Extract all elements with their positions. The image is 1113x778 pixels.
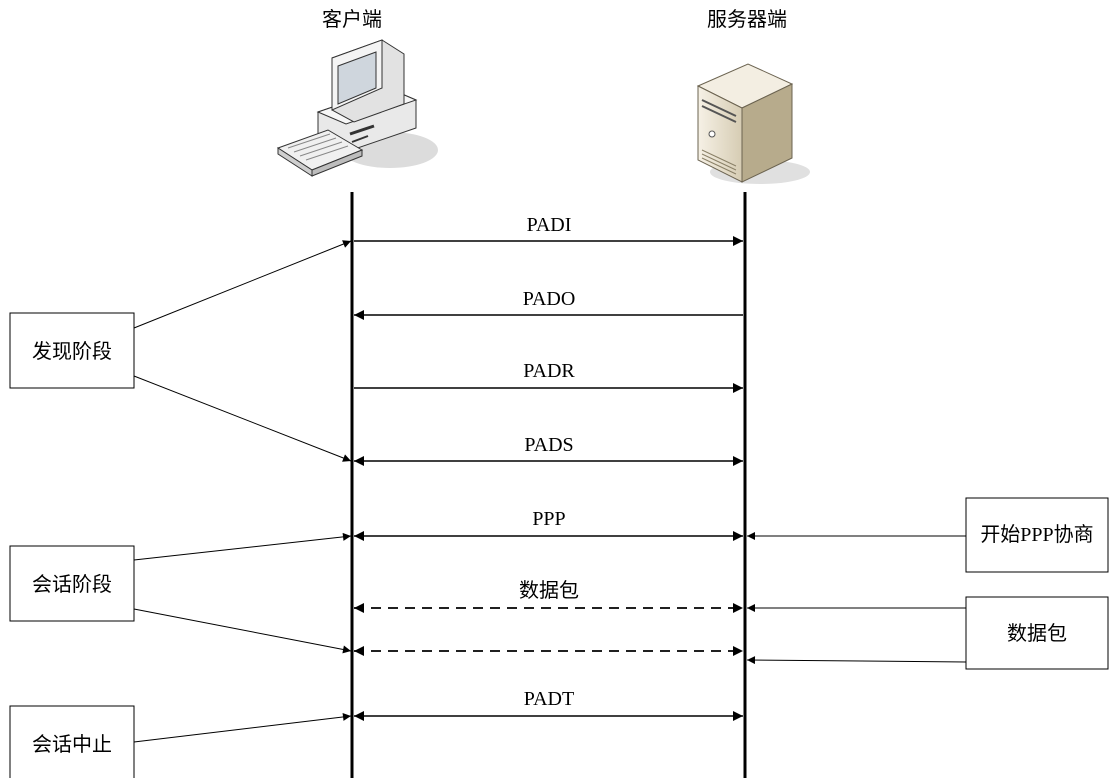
note-label: 开始PPP协商	[980, 523, 1093, 546]
message-padr: PADR	[354, 360, 743, 393]
note-session-termination: 会话中止	[9, 705, 352, 778]
message-label: PADS	[524, 434, 573, 456]
note-label: 会话阶段	[32, 573, 112, 596]
note-data-packet: 数据包	[746, 596, 1109, 670]
message-pads: PADS	[354, 434, 743, 466]
client-title: 客户端	[322, 8, 382, 31]
desktop-computer-icon	[276, 39, 438, 177]
note-label: 数据包	[1007, 622, 1067, 645]
note-discovery-phase: 发现阶段	[9, 240, 352, 462]
message-label: PADI	[527, 214, 572, 236]
message-label: PPP	[532, 508, 565, 530]
note-session-phase: 会话阶段	[9, 532, 352, 654]
note-label: 发现阶段	[32, 340, 112, 363]
message-padi: PADI	[354, 214, 743, 246]
message-label: PADR	[523, 360, 575, 382]
message-label: PADO	[523, 288, 576, 310]
message-ppp: PPP	[354, 508, 743, 541]
message-padt: PADT	[354, 688, 743, 721]
server-title: 服务器端	[707, 8, 787, 31]
note-ppp-negotiation: 开始PPP协商	[747, 497, 1109, 573]
note-label: 会话中止	[32, 733, 112, 756]
tower-server-icon	[696, 63, 810, 184]
message-label: PADT	[524, 688, 574, 710]
message-pado: PADO	[354, 288, 743, 320]
message-data-1: 数据包	[354, 579, 743, 613]
message-label: 数据包	[519, 579, 579, 602]
